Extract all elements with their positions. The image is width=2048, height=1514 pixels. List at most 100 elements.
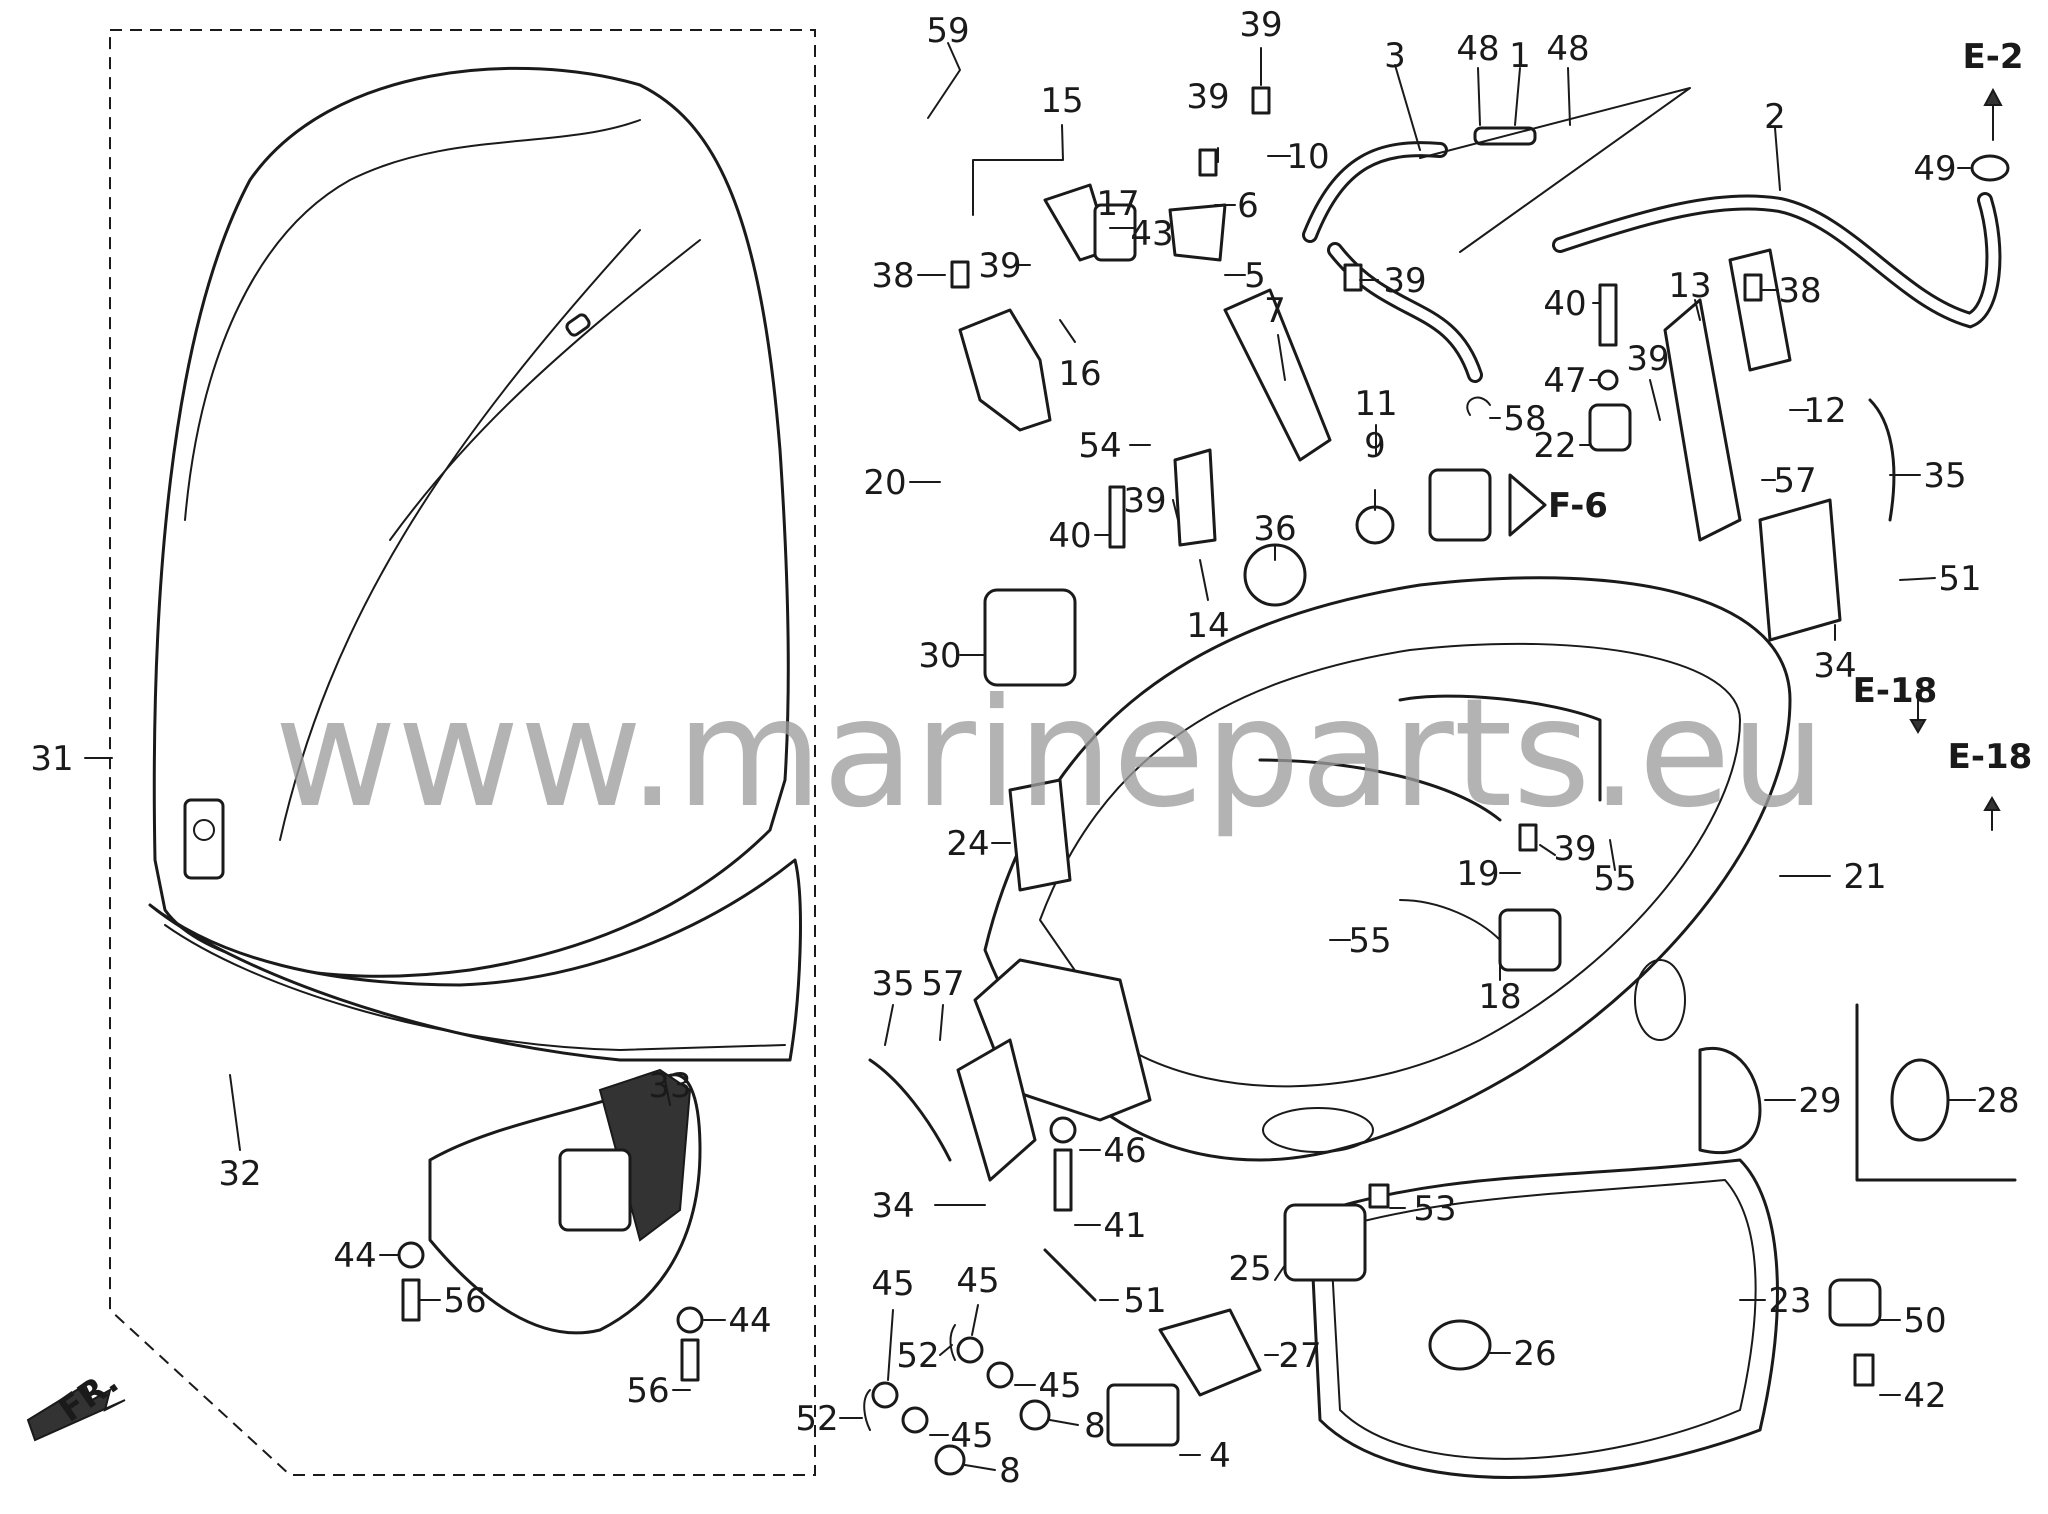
e2-arrow-icon [1983, 87, 2003, 106]
cap-53 [1368, 1183, 1390, 1209]
cover-vent-slot [565, 313, 591, 337]
under-cover-inner-rim [1039, 642, 1741, 1088]
bolt-38b [1743, 273, 1763, 302]
callout-39: 39 [1626, 339, 1669, 379]
callout-41: 41 [1103, 1206, 1146, 1246]
callout-29: 29 [1798, 1081, 1841, 1121]
nut-44a [397, 1241, 425, 1269]
callout-51: 51 [1938, 559, 1981, 599]
grommet-26 [1428, 1319, 1492, 1371]
plate-13 [1663, 298, 1742, 542]
cover-seal-32 [148, 858, 802, 1062]
internal-rib [1398, 694, 1602, 802]
callout-3: 3 [1384, 36, 1406, 76]
callout-48: 48 [1546, 29, 1589, 69]
callout-52: 52 [896, 1336, 939, 1376]
bracket-14 [1173, 448, 1217, 547]
callout-26: 26 [1513, 1334, 1556, 1374]
leader-8b [964, 1464, 996, 1471]
washer-45c [956, 1336, 984, 1364]
leader-3 [1394, 64, 1421, 151]
leader-39e [1649, 379, 1661, 421]
callout-57: 57 [1773, 461, 1816, 501]
callout-38: 38 [1778, 271, 1821, 311]
callout-39: 39 [1239, 5, 1282, 45]
leader-32 [229, 1074, 241, 1151]
callout-23: 23 [1768, 1281, 1811, 1321]
bolt-56b [680, 1338, 700, 1382]
bolt-39b [1251, 86, 1271, 115]
leader-25 [1274, 1264, 1286, 1281]
callout-8: 8 [999, 1451, 1021, 1491]
callout-17: 17 [1096, 184, 1139, 224]
callout-21: 21 [1843, 857, 1886, 897]
callout-42: 42 [1903, 1376, 1946, 1416]
callout-6: 6 [1237, 186, 1259, 226]
callout-45: 45 [956, 1261, 999, 1301]
leader-39f [1172, 499, 1179, 521]
callout-55: 55 [1593, 859, 1636, 899]
callout-50: 50 [1903, 1301, 1946, 1341]
leader-35b [884, 1004, 894, 1046]
callout-24: 24 [946, 824, 989, 864]
lever-34a [1758, 498, 1842, 642]
callout-56: 56 [443, 1281, 486, 1321]
cover-30 [983, 588, 1077, 687]
wire-18 [1399, 899, 1501, 941]
callout-35: 35 [1923, 456, 1966, 496]
callout-19: 19 [1456, 854, 1499, 894]
callout-14: 14 [1186, 606, 1229, 646]
stay-7 [1223, 288, 1332, 462]
callout-20: 20 [863, 463, 906, 503]
cover-crease-line-2 [389, 239, 701, 541]
callout-34: 34 [1813, 646, 1856, 686]
clip-58 [1466, 396, 1491, 416]
seal-27 [1158, 1308, 1262, 1397]
under-cover-side-hole [1634, 959, 1686, 1041]
reference-arrow-f6 [1508, 473, 1547, 537]
callout-52: 52 [795, 1399, 838, 1439]
grommet-17 [1093, 203, 1137, 262]
callout-57: 57 [921, 964, 964, 1004]
leader-8a [1049, 1419, 1079, 1426]
leader-48b [1567, 67, 1571, 126]
callout-16: 16 [1058, 354, 1101, 394]
plate-4 [1106, 1383, 1180, 1447]
callout-44: 44 [333, 1236, 376, 1276]
callout-39: 39 [978, 246, 1021, 286]
hose-2-guide [1419, 87, 1691, 253]
callout-4: 4 [1209, 1436, 1231, 1476]
leader-39g [1539, 844, 1556, 856]
callout-54: 54 [1078, 426, 1121, 466]
callout-1: 1 [1509, 36, 1531, 76]
leader-16 [1059, 319, 1076, 343]
callout-56: 56 [626, 1371, 669, 1411]
callout-39: 39 [1123, 481, 1166, 521]
bracket-20 [958, 308, 1052, 432]
callout-13: 13 [1668, 266, 1711, 306]
e18a-arrow-icon [1909, 719, 1927, 734]
under-cover-drain-hole [1262, 1107, 1374, 1153]
handle-grille [598, 1068, 692, 1242]
lever-34b [956, 1038, 1037, 1182]
callout-9: 9 [1364, 426, 1386, 466]
reference-e18-lower: E-18 [1948, 737, 2033, 777]
bolt-38a [950, 260, 970, 289]
grommet-29 [1698, 1046, 1762, 1155]
plug-28-frame [1855, 1003, 2017, 1182]
callout-49: 49 [1913, 149, 1956, 189]
nut-44b [676, 1306, 704, 1334]
nut-46 [1049, 1116, 1077, 1144]
bolt-40b [1108, 485, 1126, 549]
leader-51a [1899, 577, 1936, 581]
clip-50 [1828, 1278, 1882, 1327]
reference-e18-upper: E-18 [1853, 671, 1938, 711]
callout-45: 45 [1038, 1366, 1081, 1406]
callout-2: 2 [1764, 97, 1786, 137]
grommet-22 [1588, 403, 1632, 452]
reference-f6: F-6 [1548, 486, 1608, 526]
callout-7: 7 [1264, 291, 1286, 331]
callout-18: 18 [1478, 977, 1521, 1017]
screw-8a [1019, 1399, 1051, 1431]
